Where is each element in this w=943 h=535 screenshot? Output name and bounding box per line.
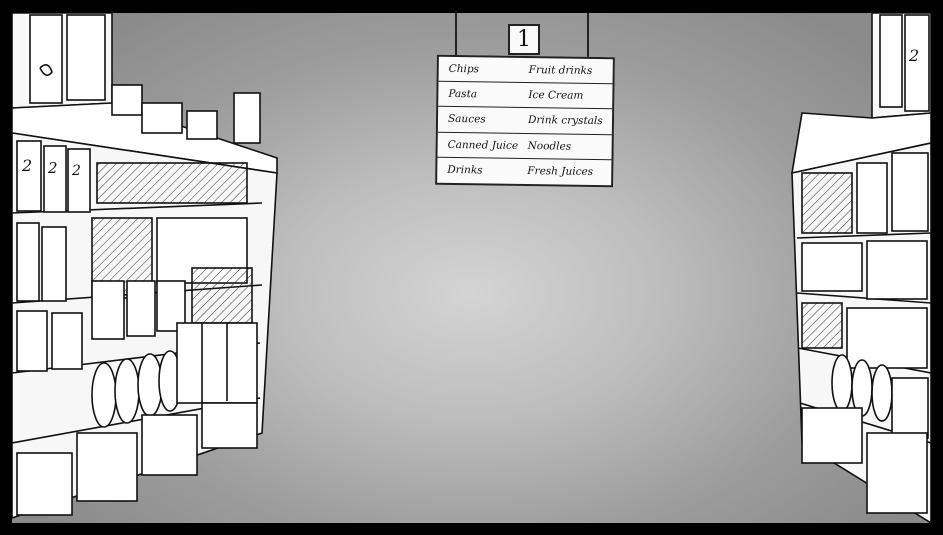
- aisle-number-badge: 1: [508, 24, 540, 55]
- sign-row-right: Drink crystals: [527, 114, 603, 128]
- sign-row: Chips Fruit drinks: [438, 56, 613, 85]
- sign-row-right: Ice Cream: [528, 89, 584, 103]
- grocery-aisle-drawing: 2 2 2: [12, 13, 931, 523]
- sign-row-left: Canned Juice: [447, 138, 519, 152]
- sign-row-right: Fruit drinks: [528, 64, 593, 77]
- sign-row-left: Chips: [448, 62, 480, 76]
- sign-row: Pasta Ice Cream: [438, 81, 613, 110]
- aisle-directory-sign: Chips Fruit drinks Pasta Ice Cream Sauce…: [435, 54, 615, 188]
- aisle-number: 1: [517, 27, 531, 52]
- sign-row-left: Sauces: [447, 113, 486, 126]
- svg-text:2: 2: [71, 163, 81, 179]
- sign-wire-right: [587, 13, 589, 59]
- sign-row: Canned Juice Noodles: [437, 132, 612, 160]
- right-shelf-unit: 2: [791, 13, 931, 523]
- sign-row-right: Noodles: [527, 139, 572, 153]
- sign-row-right: Fresh Juices: [527, 164, 594, 178]
- sign-row: Drinks Fresh Juices: [437, 158, 611, 186]
- sign-row-left: Drinks: [447, 163, 483, 177]
- sign-row-left: Pasta: [448, 88, 478, 101]
- svg-text:2: 2: [47, 159, 58, 177]
- sign-wire-left: [455, 13, 457, 59]
- sign-row: Sauces Drink crystals: [437, 107, 613, 135]
- svg-text:2: 2: [21, 156, 32, 175]
- illustration-frame: 2 2 2: [12, 13, 931, 523]
- left-shelf-unit: 2 2 2: [12, 13, 278, 519]
- svg-text:2: 2: [908, 46, 919, 65]
